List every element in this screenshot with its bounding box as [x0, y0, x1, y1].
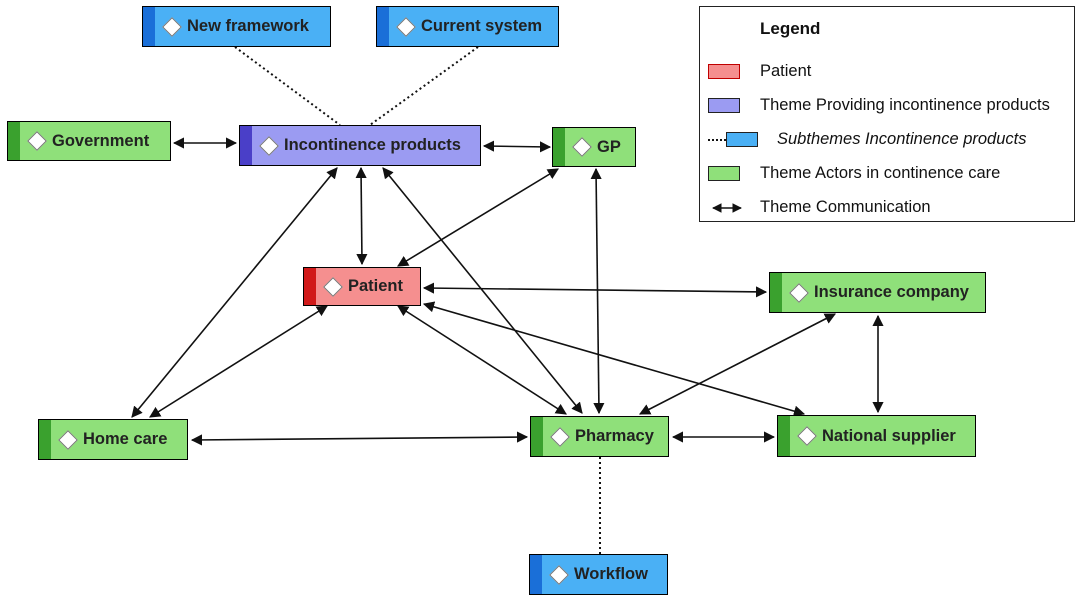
- node-accent-bar: [240, 126, 252, 165]
- node-patient[interactable]: Patient: [303, 267, 421, 306]
- legend-item-theme: Theme Providing incontinence products: [700, 95, 1074, 117]
- legend-title: Legend: [760, 19, 821, 38]
- legend-label-theme: Theme Providing incontinence products: [760, 96, 1050, 114]
- legend-item-actors: Theme Actors in continence care: [700, 163, 1074, 185]
- legend-item-patient: Patient: [700, 61, 1074, 83]
- node-incontinence-products[interactable]: Incontinence products: [239, 125, 481, 166]
- node-label-government: Government: [52, 131, 150, 150]
- node-pharmacy[interactable]: Pharmacy: [530, 416, 669, 457]
- diamond-icon: [396, 16, 416, 37]
- legend-item-subthemes: Subthemes Incontinence products: [700, 129, 1074, 151]
- legend-label-subthemes: Subthemes Incontinence products: [777, 130, 1027, 148]
- edge-patient-pharmacy: [397, 305, 567, 415]
- node-label-incontinence-products: Incontinence products: [284, 136, 461, 154]
- node-label-pharmacy: Pharmacy: [575, 427, 654, 445]
- node-label-gp: GP: [597, 137, 621, 156]
- node-accent-bar: [530, 555, 542, 594]
- edge-current-system-incontinence-products: [369, 46, 479, 126]
- node-label-patient: Patient: [348, 277, 404, 295]
- node-label-new-framework: New framework: [187, 17, 309, 35]
- diamond-icon: [259, 135, 279, 156]
- node-label-current-system: Current system: [421, 17, 543, 35]
- legend: Legend Patient Theme Providing incontine…: [699, 6, 1075, 222]
- legend-label-communication: Theme Communication: [760, 198, 931, 216]
- edge-new-framework-incontinence-products: [234, 46, 341, 126]
- node-accent-bar: [377, 7, 389, 46]
- node-accent-bar: [553, 128, 565, 166]
- diamond-icon: [550, 426, 570, 447]
- node-government[interactable]: Government: [7, 121, 171, 161]
- node-accent-bar: [531, 417, 543, 456]
- legend-swatch-theme: [708, 98, 740, 113]
- node-accent-bar: [778, 416, 790, 456]
- diamond-icon: [27, 131, 47, 151]
- legend-dotted-line: [708, 139, 726, 141]
- edge-gp-pharmacy: [590, 167, 605, 415]
- diamond-icon: [572, 137, 592, 157]
- double-arrow-icon: [712, 203, 742, 213]
- edge-home-care-pharmacy: [190, 431, 529, 446]
- diamond-icon: [323, 276, 343, 297]
- node-workflow[interactable]: Workflow: [529, 554, 668, 595]
- legend-label-patient: Patient: [760, 62, 812, 80]
- diamond-icon: [797, 426, 817, 446]
- node-home-care[interactable]: Home care: [38, 419, 188, 460]
- node-label-home-care: Home care: [83, 430, 168, 448]
- diamond-icon: [58, 429, 78, 450]
- diamond-icon: [162, 16, 182, 37]
- node-new-framework[interactable]: New framework: [142, 6, 331, 47]
- edge-patient-insurance-company: [422, 282, 768, 298]
- legend-item-communication: Theme Communication: [700, 197, 1074, 219]
- node-accent-bar: [770, 273, 782, 312]
- edge-gp-patient: [397, 168, 559, 267]
- diamond-icon: [789, 282, 809, 303]
- diamond-icon: [549, 564, 569, 585]
- node-accent-bar: [304, 268, 316, 305]
- node-gp[interactable]: GP: [552, 127, 636, 167]
- node-label-workflow: Workflow: [574, 565, 648, 583]
- legend-swatch-subtheme: [726, 132, 758, 147]
- edge-pharmacy-insurance-company: [639, 313, 836, 415]
- edge-incontinence-products-patient: [355, 166, 368, 266]
- node-accent-bar: [143, 7, 155, 46]
- node-accent-bar: [39, 420, 51, 459]
- legend-swatch-actors: [708, 166, 740, 181]
- node-national-supplier[interactable]: National supplier: [777, 415, 976, 457]
- edge-patient-home-care: [149, 305, 328, 418]
- edge-incontinence-products-gp: [482, 140, 552, 153]
- legend-swatch-patient: [708, 64, 740, 79]
- node-label-insurance-company: Insurance company: [814, 283, 969, 301]
- node-accent-bar: [8, 122, 20, 160]
- node-current-system[interactable]: Current system: [376, 6, 559, 47]
- node-insurance-company[interactable]: Insurance company: [769, 272, 986, 313]
- node-label-national-supplier: National supplier: [822, 426, 956, 445]
- legend-label-actors: Theme Actors in continence care: [760, 164, 1001, 182]
